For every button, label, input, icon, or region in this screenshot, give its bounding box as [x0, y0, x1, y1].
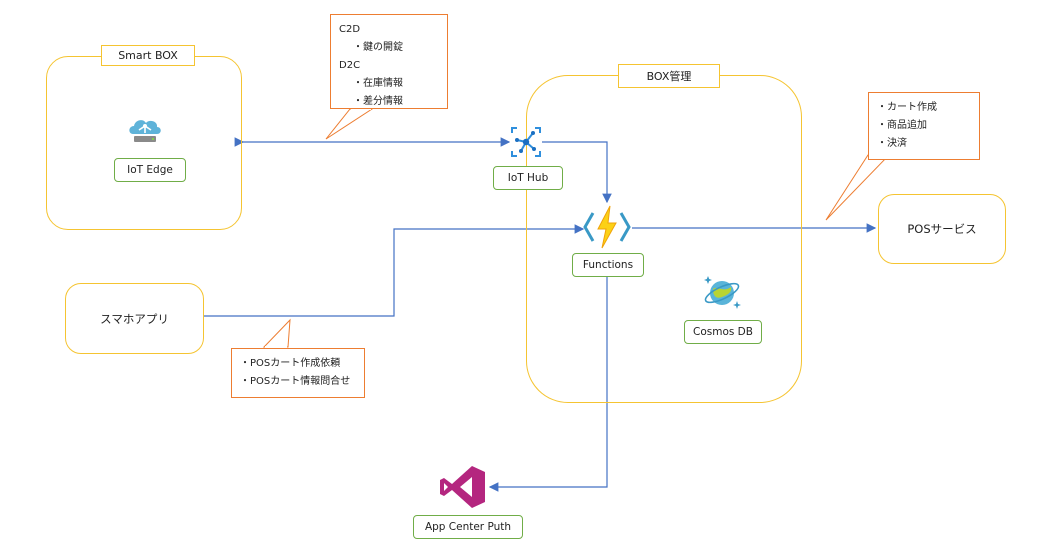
callout-pos-item2: ・商品追加 [877, 120, 927, 131]
box-kanri-container [526, 75, 802, 403]
callout-c2d-d2c: C2D ・鍵の開錠 D2C ・在庫情報 ・差分情報 [330, 14, 448, 109]
iot-edge-label: IoT Edge [114, 158, 186, 182]
iot-edge-icon [129, 120, 161, 142]
pos-service-label: POSサービス [907, 222, 977, 236]
functions-label: Functions [572, 253, 644, 277]
smartphone-app-label: スマホアプリ [100, 311, 169, 326]
callout-pos: ・カート作成 ・商品追加 ・決済 [868, 92, 980, 160]
cosmos-db-label: Cosmos DB [684, 320, 762, 344]
callout-app-tail [262, 318, 291, 348]
smartphone-app-box: スマホアプリ [65, 283, 204, 354]
functions-icon [583, 205, 631, 249]
callout-pos-item3: ・決済 [877, 138, 907, 149]
iot-hub-icon [511, 127, 541, 157]
pos-service-box: POSサービス [878, 194, 1006, 264]
app-center-icon [440, 466, 485, 508]
iot-hub-label: IoT Hub [493, 166, 563, 190]
callout-c2d-item1: ・鍵の開錠 [353, 42, 403, 53]
box-kanri-title: BOX管理 [618, 64, 720, 88]
callout-c2d-heading2: D2C [339, 60, 361, 71]
hub-functions-connector [542, 141, 612, 204]
callout-app: ・POSカート作成依頼 ・POSカート情報問合せ [231, 348, 365, 398]
app-functions-connector [203, 224, 585, 317]
callout-c2d-item3: ・差分情報 [353, 96, 403, 107]
callout-pos-item1: ・カート作成 [877, 102, 937, 113]
callout-app-item2: ・POSカート情報問合せ [240, 376, 351, 387]
callout-c2d-heading1: C2D [339, 24, 361, 35]
callout-c2d-item2: ・在庫情報 [353, 78, 403, 89]
smart-box-title: Smart BOX [101, 45, 195, 66]
callout-c2d-tail [325, 108, 374, 140]
functions-appcenter-connector [488, 276, 608, 492]
cosmos-db-icon [704, 276, 741, 309]
app-center-label: App Center Puth [413, 515, 523, 539]
callout-app-item1: ・POSカート作成依頼 [240, 358, 341, 369]
